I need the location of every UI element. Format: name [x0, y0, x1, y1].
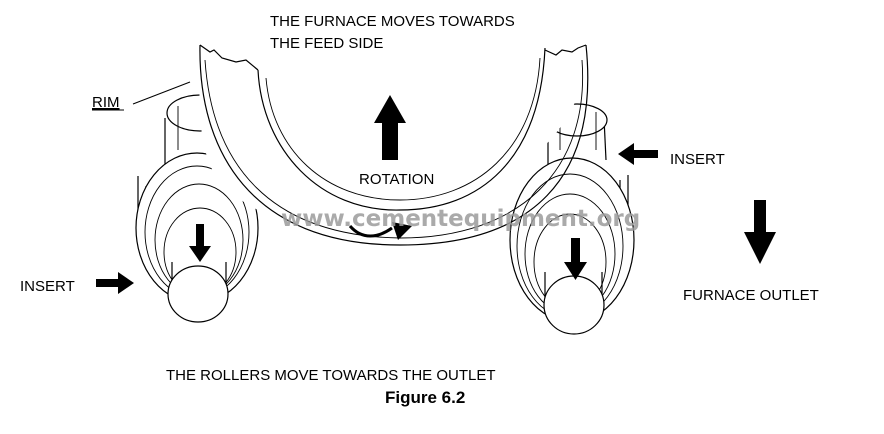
furnace-moves-label-line1: THE FURNACE MOVES TOWARDS [270, 13, 515, 30]
rim-leader-line [132, 81, 191, 105]
watermark-text: www.cementequipment.org [281, 206, 640, 232]
insert-left-label: INSERT [20, 278, 75, 295]
furnace-outlet-label: FURNACE OUTLET [683, 287, 819, 304]
furnace-direction-arrow [374, 95, 406, 160]
figure-caption: Figure 6.2 [385, 388, 465, 407]
rollers-move-label: THE ROLLERS MOVE TOWARDS THE OUTLET [166, 367, 496, 384]
rim-label: RIM [92, 94, 120, 111]
insert-right-label: INSERT [670, 151, 725, 168]
furnace-rim [199, 44, 589, 246]
insert-right-arrow [618, 143, 658, 165]
right-roller-down-arrow [564, 238, 587, 280]
rotation-arrow [348, 222, 412, 240]
furnace-moves-label-line2: THE FEED SIDE [270, 35, 383, 52]
left-roller-down-arrow [189, 224, 211, 262]
rotation-label: ROTATION [359, 171, 434, 188]
insert-left-arrow [96, 272, 134, 294]
furnace-outlet-arrow [744, 200, 776, 264]
